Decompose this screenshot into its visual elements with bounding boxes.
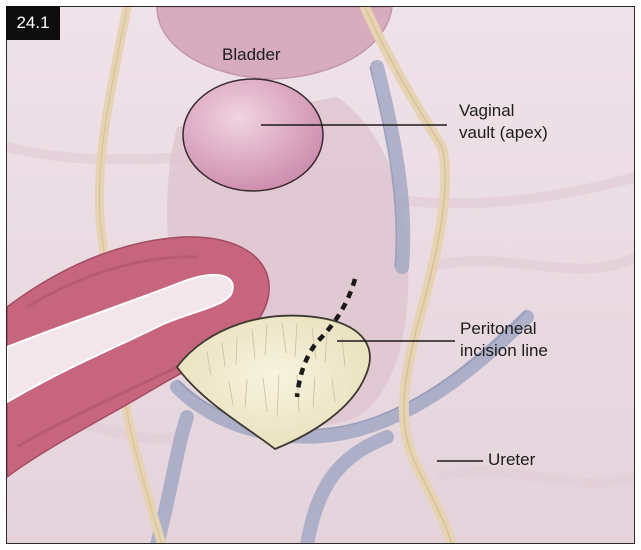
label-ureter: Ureter xyxy=(488,449,535,471)
anatomy-illustration xyxy=(7,7,635,544)
label-peritoneal-line2: incision line xyxy=(460,340,548,362)
label-peritoneal-line1: Peritoneal xyxy=(460,318,548,340)
label-vaginal-vault: Vaginal vault (apex) xyxy=(459,100,548,144)
vaginal-vault xyxy=(183,79,323,191)
label-bladder: Bladder xyxy=(222,44,281,66)
illustration-frame xyxy=(6,6,635,544)
label-peritoneal-incision: Peritoneal incision line xyxy=(460,318,548,362)
label-vaginal-vault-line1: Vaginal xyxy=(459,100,548,122)
figure-number-badge: 24.1 xyxy=(6,6,60,40)
label-vaginal-vault-line2: vault (apex) xyxy=(459,122,548,144)
